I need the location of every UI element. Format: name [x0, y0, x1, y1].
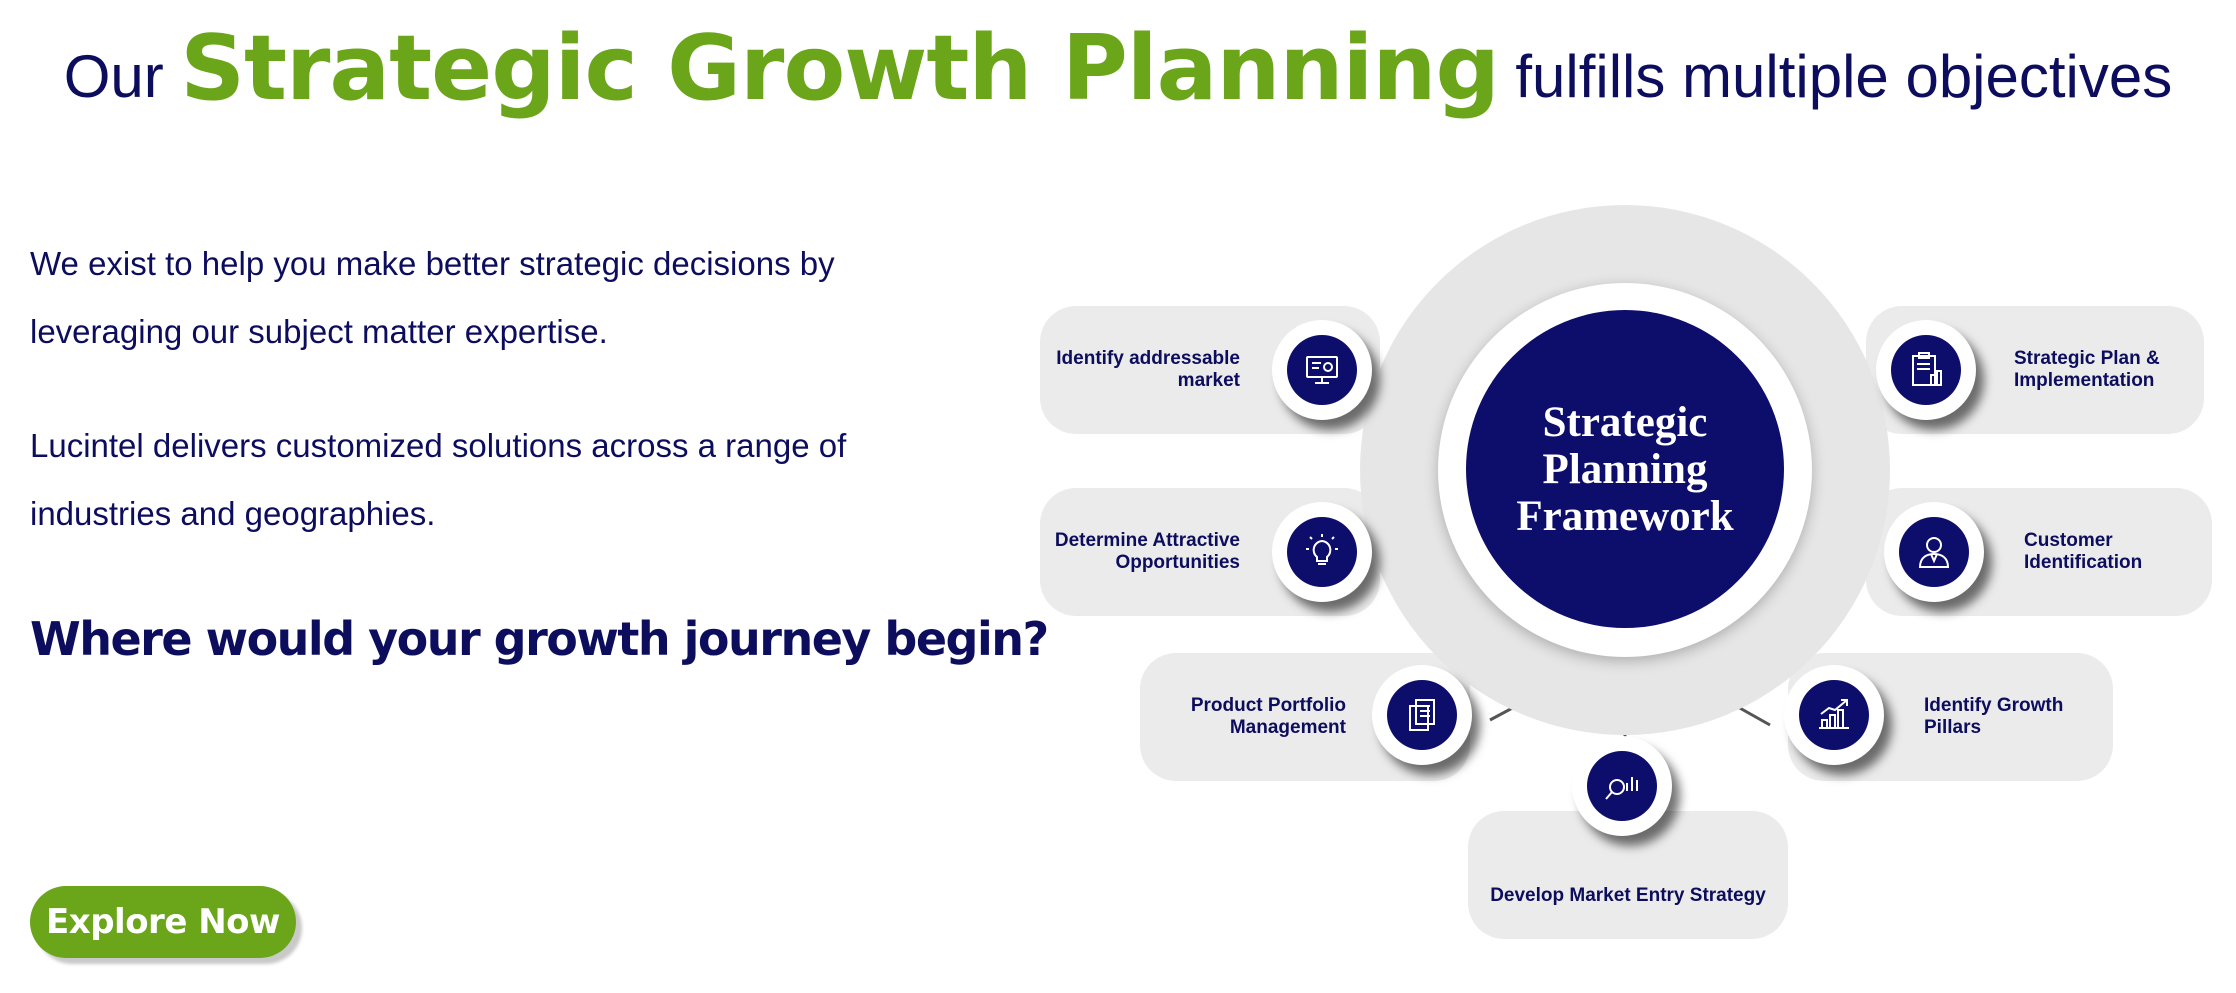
- item-label-customer-identification: Customer Identification: [2024, 530, 2143, 573]
- framework-title: Strategic Planning Framework: [1516, 398, 1734, 540]
- node-develop-market-entry-strategy[interactable]: [1572, 736, 1672, 836]
- clipboard-chart-icon: [1912, 352, 1942, 386]
- monitor-chart-icon: [1306, 356, 1338, 384]
- intro-paragraph-solutions: Lucintel delivers customized solutions a…: [30, 427, 847, 532]
- framework-inner-ring: [1438, 283, 1812, 657]
- heading-highlight: Strategic Growth Planning: [180, 16, 1500, 121]
- documents-icon: [1409, 699, 1435, 731]
- node-identify-growth-pillars[interactable]: [1784, 665, 1884, 765]
- heading-suffix: fulfills multiple objectives: [1515, 43, 2173, 110]
- person-icon: [1918, 537, 1950, 568]
- magnifier-chart-icon: [1605, 777, 1638, 800]
- intro-paragraph-expertise: We exist to help you make better strateg…: [30, 245, 835, 350]
- growth-question: Where would your growth journey begin?: [30, 612, 1049, 666]
- node-strategic-plan-implementation[interactable]: [1876, 320, 1976, 420]
- lightbulb-icon: [1306, 534, 1338, 565]
- node-identify-addressable-market[interactable]: [1272, 320, 1372, 420]
- growth-chart-icon: [1819, 699, 1849, 729]
- item-label-determine-attractive-opportunities: Determine Attractive Opportunities: [1054, 530, 1240, 573]
- node-customer-identification[interactable]: [1884, 502, 1984, 602]
- item-label-identify-addressable-market: Identify addressable market: [1056, 348, 1240, 391]
- page-heading: Our Strategic Growth Planning fulfills m…: [0, 14, 2236, 121]
- item-label-product-portfolio-management: Product Portfolio Management: [1190, 695, 1346, 738]
- item-label-identify-growth-pillars: Identify Growth Pillars: [1924, 695, 2064, 738]
- item-label-strategic-plan-implementation: Strategic Plan & Implementation: [2014, 348, 2160, 391]
- item-label-develop-market-entry-strategy: Develop Market Entry Strategy: [1490, 885, 1766, 906]
- node-product-portfolio-management[interactable]: [1372, 665, 1472, 765]
- heading-prefix: Our: [63, 43, 164, 110]
- node-determine-attractive-opportunities[interactable]: [1272, 502, 1372, 602]
- explore-now-button[interactable]: Explore Now: [30, 886, 296, 958]
- framework-core: Strategic Planning Framework: [1466, 310, 1784, 628]
